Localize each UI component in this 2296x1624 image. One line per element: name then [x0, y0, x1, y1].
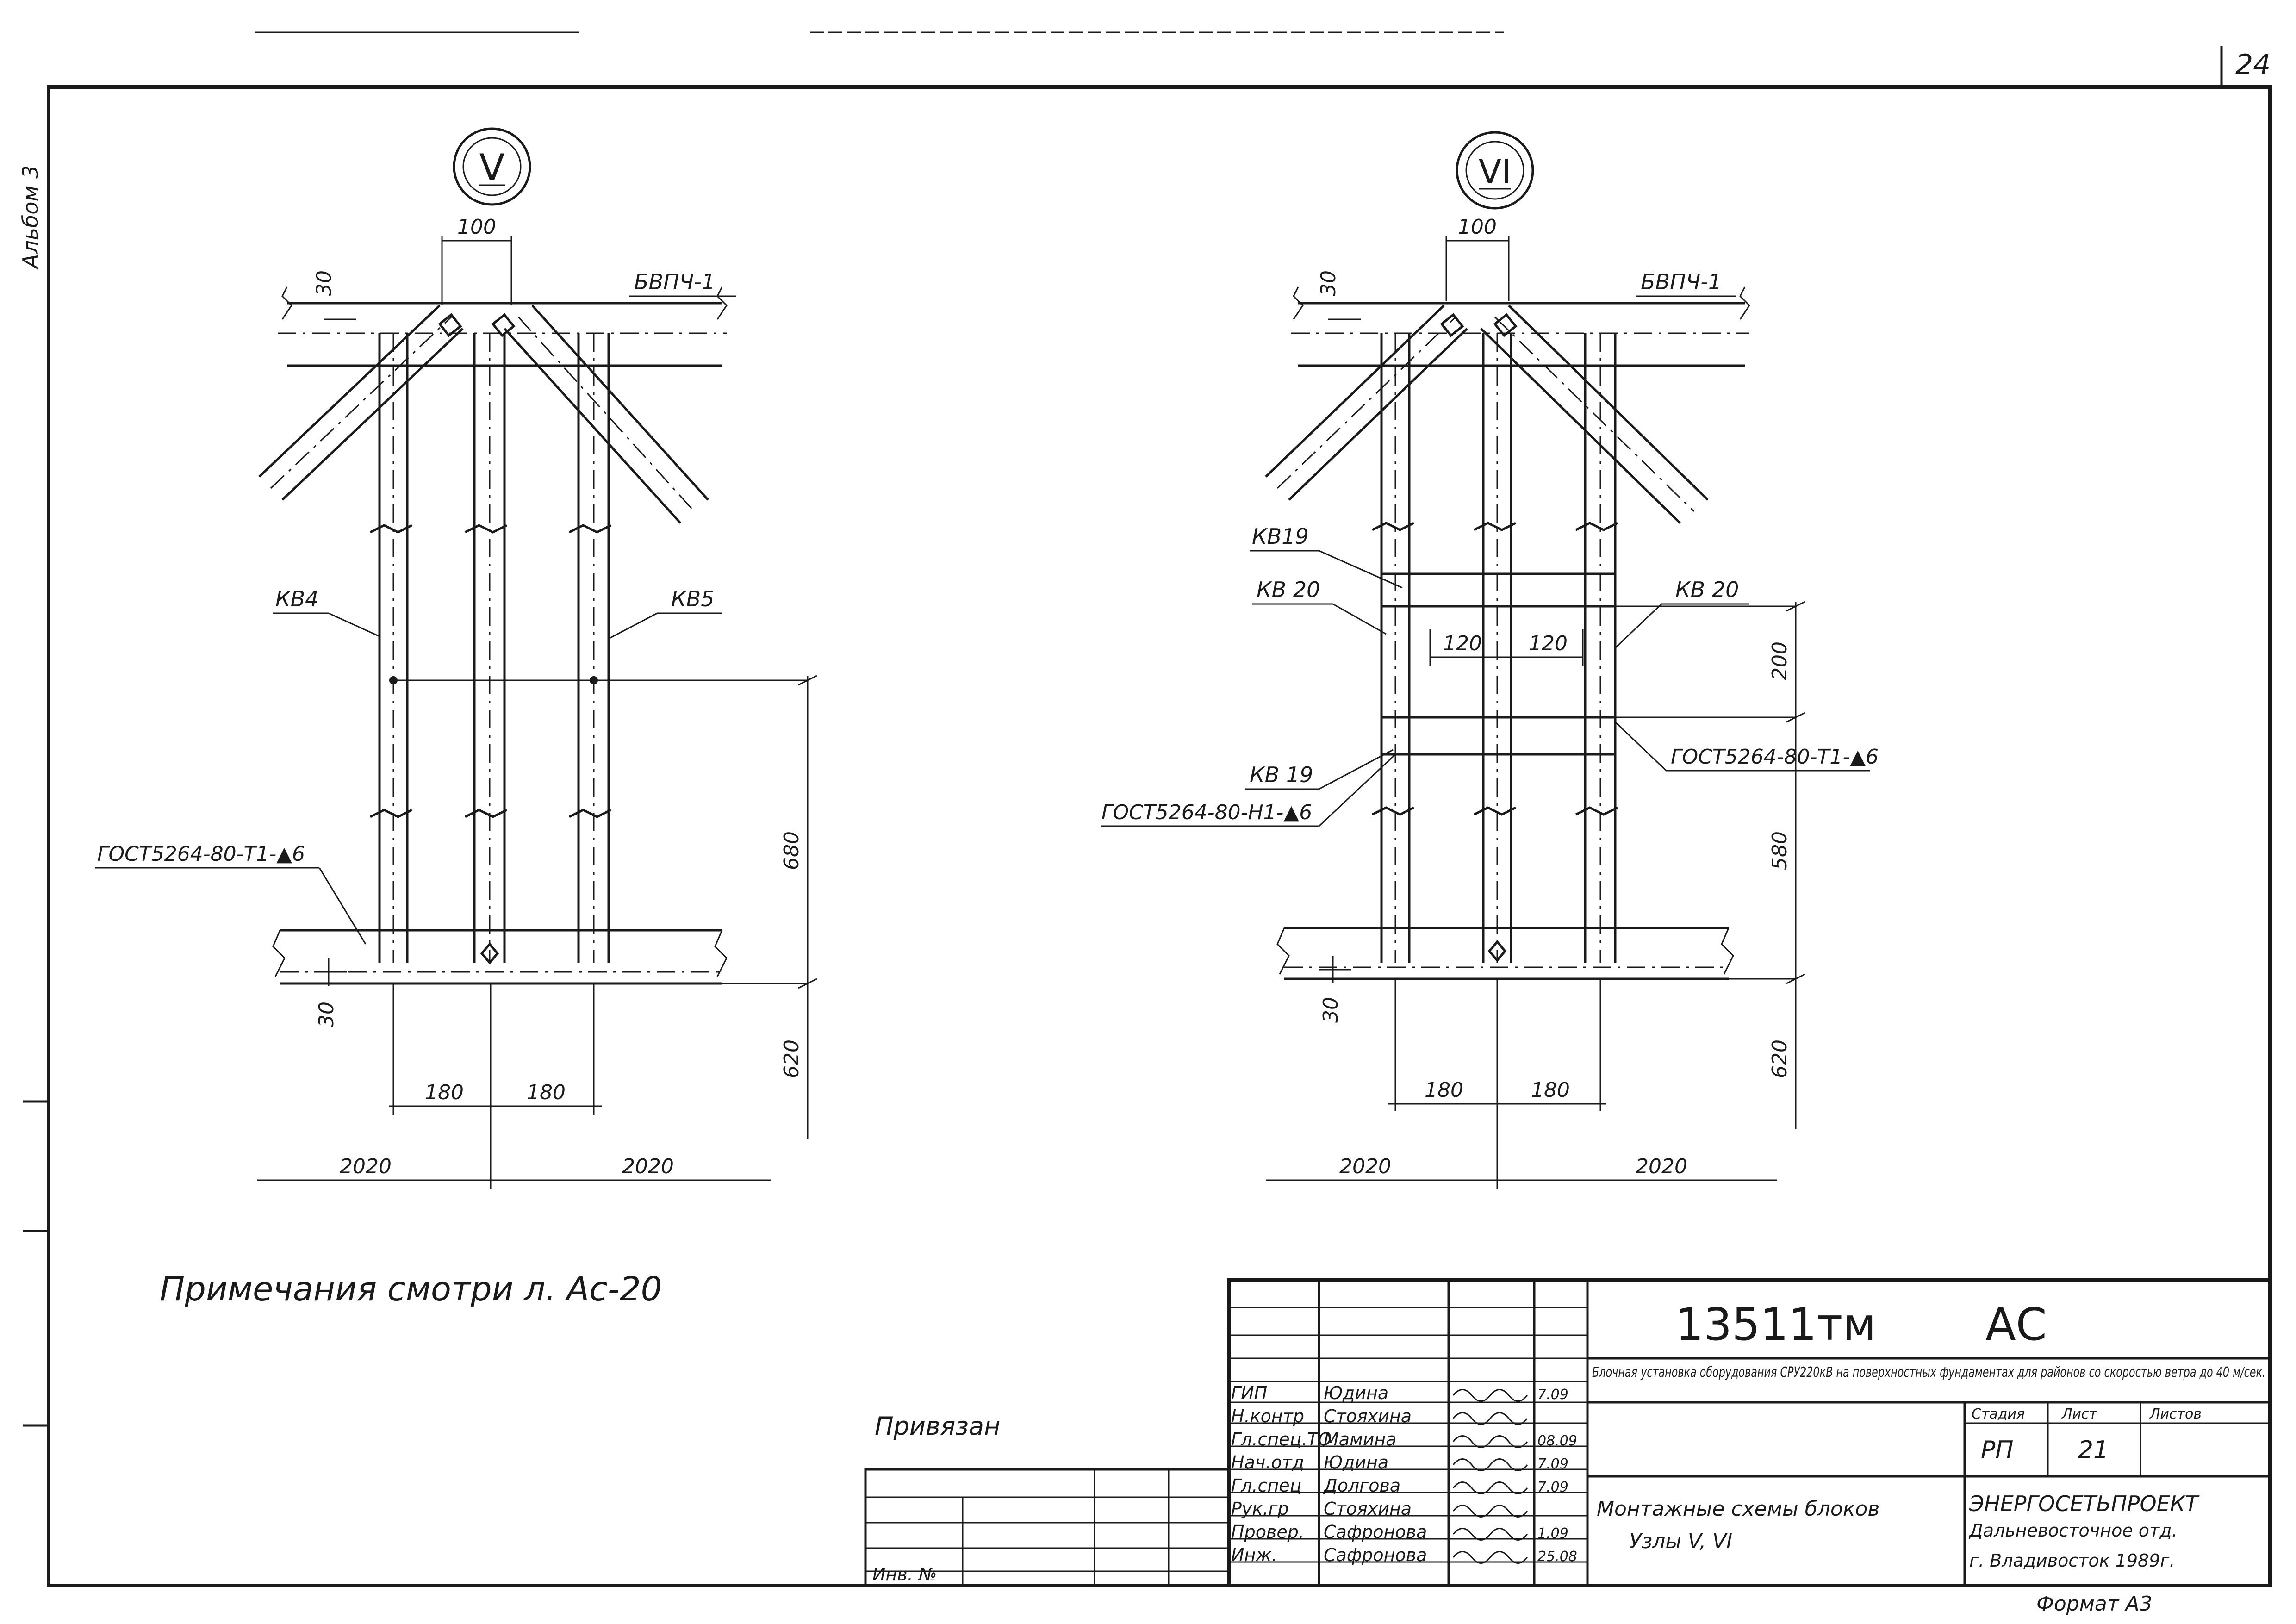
role-role-6: Провер.: [1231, 1522, 1304, 1542]
role-name-3: Юдина: [1324, 1452, 1388, 1473]
node-vi-dim-bottom-offset: 30: [1319, 997, 1343, 1023]
node-v-dim-top-offset: 30: [312, 270, 336, 296]
role-date-7: 25.08: [1537, 1549, 1577, 1565]
node-vi-dim-vertical-lower: 620: [1768, 1039, 1792, 1078]
sheet-title-1: Монтажные схемы блоков: [1597, 1497, 1879, 1521]
role-name-2: Мамина: [1324, 1429, 1397, 1450]
role-name-5: Стояхина: [1324, 1499, 1412, 1519]
album-label: Альбом 3: [18, 165, 43, 270]
role-name-4: Долгова: [1323, 1475, 1400, 1496]
org-line-3: г. Владивосток 1989г.: [1969, 1550, 2175, 1571]
page-number: 24: [2235, 49, 2271, 81]
role-name-1: Стояхина: [1324, 1406, 1412, 1426]
role-date-0: 7.09: [1537, 1387, 1568, 1403]
role-role-4: Гл.спец: [1231, 1475, 1302, 1496]
role-date-2: 08.09: [1537, 1433, 1577, 1449]
node-v-mark: V: [479, 146, 505, 189]
node-v-dim-vertical-lower: 620: [780, 1039, 803, 1078]
signature-0: [1452, 1389, 1528, 1402]
title-block: Привязан Инв. № 13511: [864, 1278, 2272, 1616]
node-vi-dim-top-width: 100: [1458, 215, 1497, 239]
sheet-value: 21: [2078, 1436, 2109, 1464]
node-v-right-brace-label: КВ5: [671, 586, 714, 611]
node-v-dim-span-right: 2020: [622, 1155, 674, 1178]
signature-4: [1452, 1481, 1528, 1494]
node-v-dim-spacing-left: 180: [425, 1081, 464, 1104]
format-label: Формат А3: [2036, 1592, 2153, 1616]
role-name-7: Сафронова: [1324, 1545, 1427, 1565]
node-v-dim-vertical-upper: 680: [780, 831, 803, 870]
node-vi-beam-label: БВПЧ-1: [1641, 269, 1722, 294]
description-line: Блочная установка оборудования СРУ220кВ …: [1592, 1364, 2265, 1381]
role-name-6: Сафронова: [1324, 1522, 1427, 1542]
role-role-5: Рук.гр: [1231, 1499, 1289, 1519]
node-vi-dim-spacing-left: 180: [1425, 1078, 1463, 1102]
node-vi-dim-gap-left: 120: [1443, 632, 1482, 655]
role-role-0: ГИП: [1231, 1383, 1267, 1403]
sheet-title-2: Узлы V, VI: [1629, 1530, 1732, 1553]
project-code: 13511тм: [1675, 1299, 1876, 1350]
node-v-dim-spacing-right: 180: [527, 1081, 566, 1104]
role-date-6: 1.09: [1537, 1525, 1568, 1542]
org-line-2: Дальневосточное отд.: [1968, 1520, 2178, 1541]
signature-3: [1452, 1458, 1528, 1471]
node-vi-dim-top-offset: 30: [1317, 270, 1340, 296]
signature-2: [1452, 1435, 1528, 1448]
node-vi-kv20-left-label: КВ 20: [1257, 577, 1320, 602]
node-vi-dim-spacing-right: 180: [1531, 1078, 1570, 1102]
document-mark: АС: [1985, 1299, 2047, 1350]
role-role-3: Нач.отд: [1231, 1452, 1304, 1473]
node-vi-dim-gap-right: 120: [1529, 632, 1568, 655]
node-v-dim-span-left: 2020: [340, 1155, 392, 1178]
node-vi-kv19-top-label: КВ19: [1252, 524, 1309, 549]
stage-value: РП: [1981, 1436, 2013, 1464]
node-v-beam-label: БВПЧ-1: [634, 269, 715, 294]
node-vi-dim-span-left: 2020: [1339, 1155, 1391, 1178]
node-vi-drawing: VI 100 БВПЧ-1 30: [1101, 131, 1879, 1189]
node-v-dim-bottom-offset: 30: [315, 1002, 338, 1027]
general-note: Примечания смотри л. Ас-20: [160, 1269, 662, 1308]
signature-7: [1452, 1551, 1528, 1564]
org-line-1: ЭНЕРГОСЕТЬПРОЕКТ: [1969, 1491, 2200, 1516]
node-v-left-brace-label: КВ4: [275, 586, 318, 611]
node-vi-mark: VI: [1479, 152, 1512, 191]
node-v-weld-label: ГОСТ5264-80-Т1-▲6: [97, 842, 305, 866]
role-name-0: Юдина: [1324, 1383, 1388, 1403]
signature-6: [1452, 1528, 1528, 1541]
node-vi-dim-span-right: 2020: [1636, 1155, 1687, 1178]
node-vi-weld-t1-label: ГОСТ5264-80-Т1-▲6: [1671, 745, 1879, 769]
role-date-3: 7.09: [1537, 1456, 1568, 1472]
node-v-dim-top-width: 100: [457, 215, 496, 239]
role-role-1: Н.контр: [1231, 1406, 1304, 1426]
node-vi-dim-vertical-upper: 580: [1768, 831, 1792, 870]
role-role-2: Гл.спец.ТО: [1231, 1429, 1332, 1450]
role-date-4: 7.09: [1537, 1479, 1568, 1495]
node-vi-kv20-right-label: КВ 20: [1675, 577, 1739, 602]
node-vi-kv19-bottom-label: КВ 19: [1250, 762, 1313, 787]
node-vi-dim-vertical-mid: 200: [1768, 641, 1792, 680]
sheet-header: Лист: [2061, 1406, 2098, 1422]
sheets-header: Листов: [2149, 1406, 2202, 1422]
signature-5: [1452, 1505, 1528, 1518]
node-vi-weld-h1-label: ГОСТ5264-80-Н1-▲6: [1101, 801, 1312, 824]
role-role-7: Инж.: [1231, 1545, 1277, 1565]
privyazan-label: Привязан: [875, 1412, 1000, 1441]
stage-header: Стадия: [1972, 1406, 2025, 1422]
signature-1: [1452, 1412, 1528, 1425]
inv-label: Инв. №: [872, 1564, 937, 1585]
sheet-frame: [47, 85, 2272, 1587]
node-v-drawing: V 100 БВПЧ-1 30: [95, 127, 817, 1189]
